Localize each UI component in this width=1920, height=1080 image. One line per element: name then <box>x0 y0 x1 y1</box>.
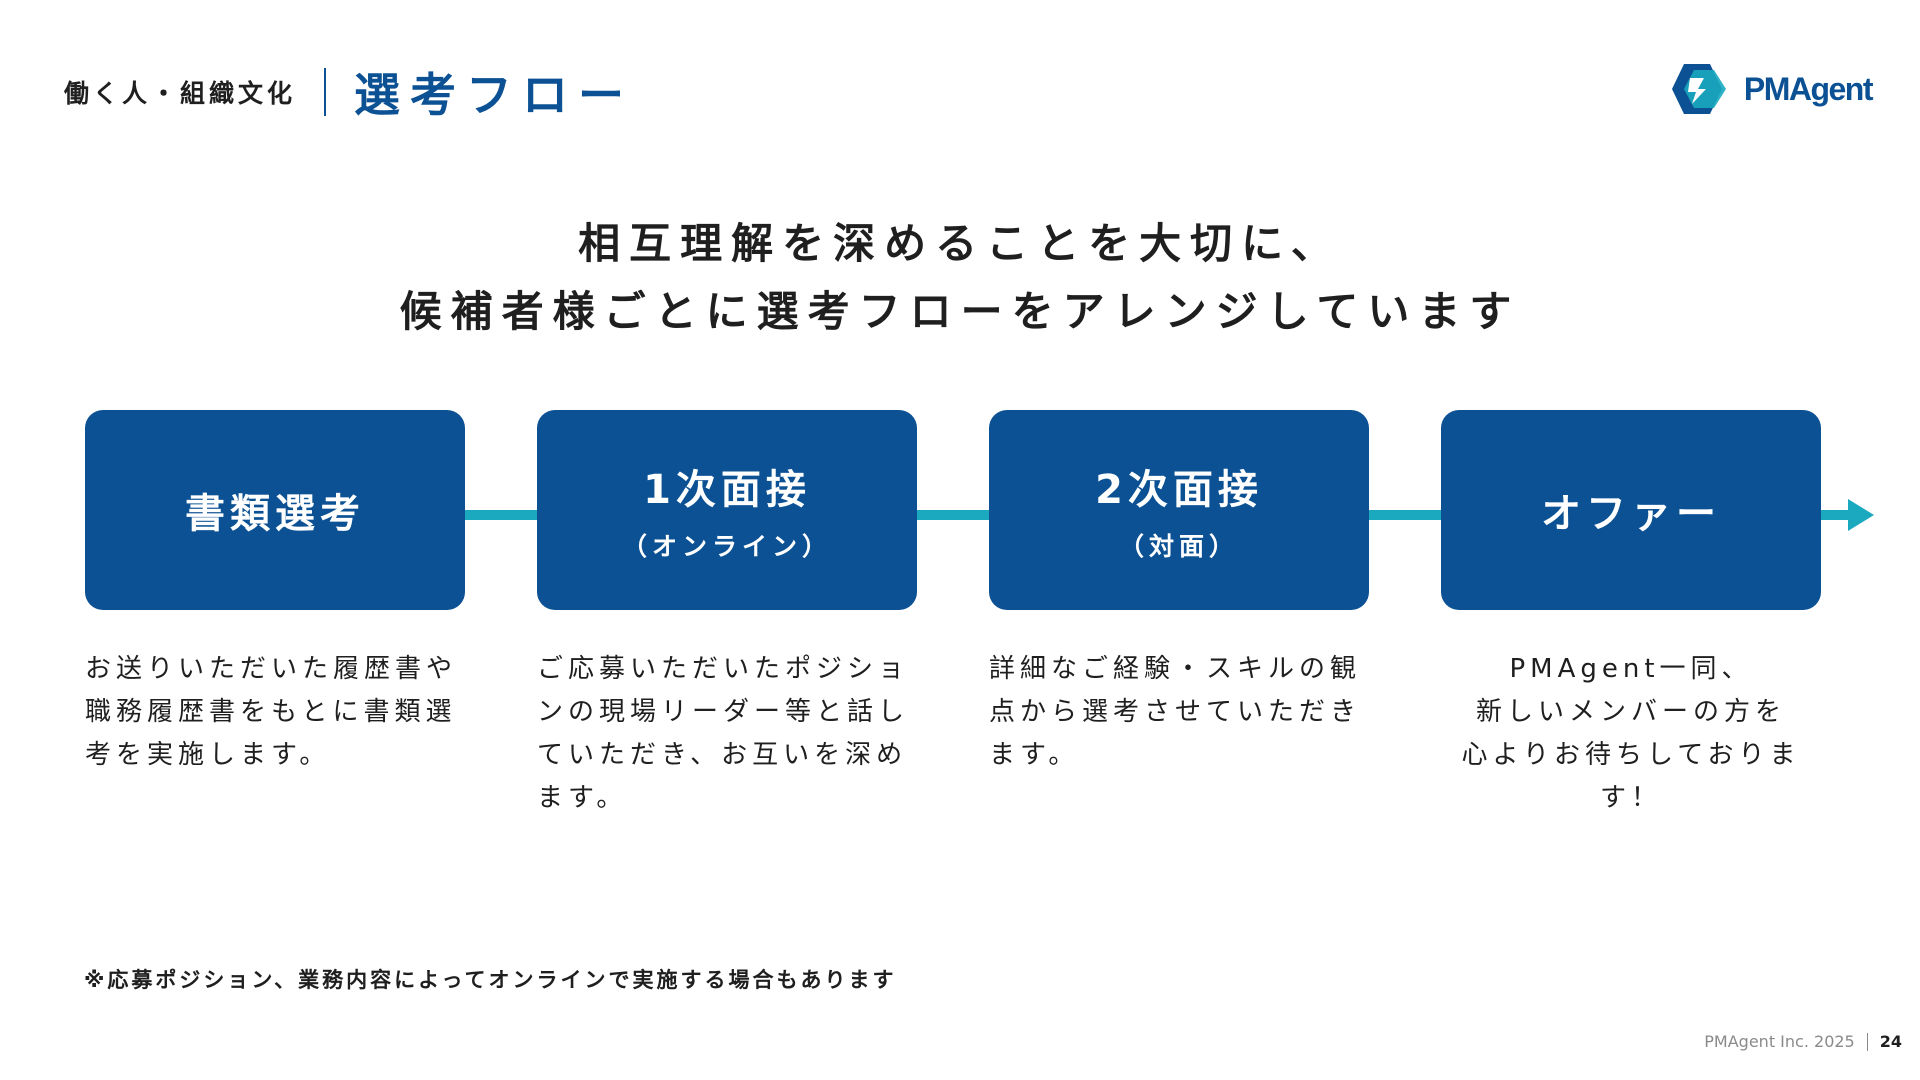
section-label: 働く人・組織文化 <box>64 79 297 108</box>
headline: 相互理解を深めることを大切に、 候補者様ごとに選考フローをアレンジしています <box>0 210 1920 346</box>
description-line: ンの現場リーダー等と話し <box>537 697 910 727</box>
header-divider <box>324 68 327 116</box>
copyright: PMAgent Inc. 2025 <box>1704 1032 1855 1051</box>
step-description-second-interview: 詳細なご経験・スキルの観 点から選考させていただき ます。 <box>989 648 1379 777</box>
step-first-interview: 1次面接 （オンライン） <box>537 410 917 610</box>
description-line: ます。 <box>989 740 1080 770</box>
description-line: ご応募いただいたポジショ <box>537 654 910 684</box>
footer-divider <box>1866 1032 1868 1051</box>
description-line: 心よりお待ちしております！ <box>1461 740 1801 813</box>
description-line: PMAgent一同、 <box>1509 654 1753 684</box>
step-title: 1次面接 <box>643 467 811 513</box>
footnote: ※応募ポジション、業務内容によってオンラインで実施する場合もあります <box>84 968 897 992</box>
headline-line-2: 候補者様ごとに選考フローをアレンジしています <box>399 287 1521 336</box>
flow-connector <box>465 510 537 520</box>
description-line: お送りいただいた履歴書や <box>85 654 458 684</box>
step-document-screening: 書類選考 <box>85 410 465 610</box>
pmagent-logo-icon <box>1671 64 1726 114</box>
slide-header: 働く人・組織文化 選考フロー <box>64 66 634 122</box>
description-line: 点から選考させていただき <box>989 697 1362 727</box>
step-subtitle: （対面） <box>1118 532 1239 561</box>
description-line: ていただき、お互いを深め <box>537 740 908 770</box>
step-description-offer: PMAgent一同、 新しいメンバーの方を 心よりお待ちしております！ <box>1436 648 1826 820</box>
step-description-document-screening: お送りいただいた履歴書や 職務履歴書をもとに書類選 考を実施します。 <box>85 648 475 777</box>
step-offer: オファー <box>1441 410 1821 610</box>
company-logo: PMAgent <box>1664 62 1874 116</box>
slide-footer: PMAgent Inc. 2025 24 <box>1704 1032 1902 1051</box>
flow-arrow-head <box>1848 499 1874 531</box>
step-second-interview: 2次面接 （対面） <box>989 410 1369 610</box>
flow-connector <box>917 510 989 520</box>
flow-connector-end <box>1821 510 1851 520</box>
page-number: 24 <box>1879 1032 1902 1051</box>
flow-connector <box>1369 510 1441 520</box>
description-line: 詳細なご経験・スキルの観 <box>989 654 1362 684</box>
description-line: 考を実施します。 <box>85 740 331 770</box>
step-title: 書類選考 <box>185 491 365 537</box>
step-title: 2次面接 <box>1095 467 1263 513</box>
description-line: 職務履歴書をもとに書類選 <box>85 697 457 727</box>
description-line: 新しいメンバーの方を <box>1475 697 1786 727</box>
step-description-first-interview: ご応募いただいたポジショ ンの現場リーダー等と話し ていただき、お互いを深め ま… <box>537 648 927 820</box>
page-title: 選考フロー <box>354 68 635 122</box>
headline-line-1: 相互理解を深めることを大切に、 <box>578 219 1342 268</box>
step-subtitle: （オンライン） <box>621 532 832 561</box>
description-line: ます。 <box>537 783 628 813</box>
step-title: オファー <box>1541 491 1721 537</box>
logo-wordmark: PMAgent <box>1743 70 1874 107</box>
